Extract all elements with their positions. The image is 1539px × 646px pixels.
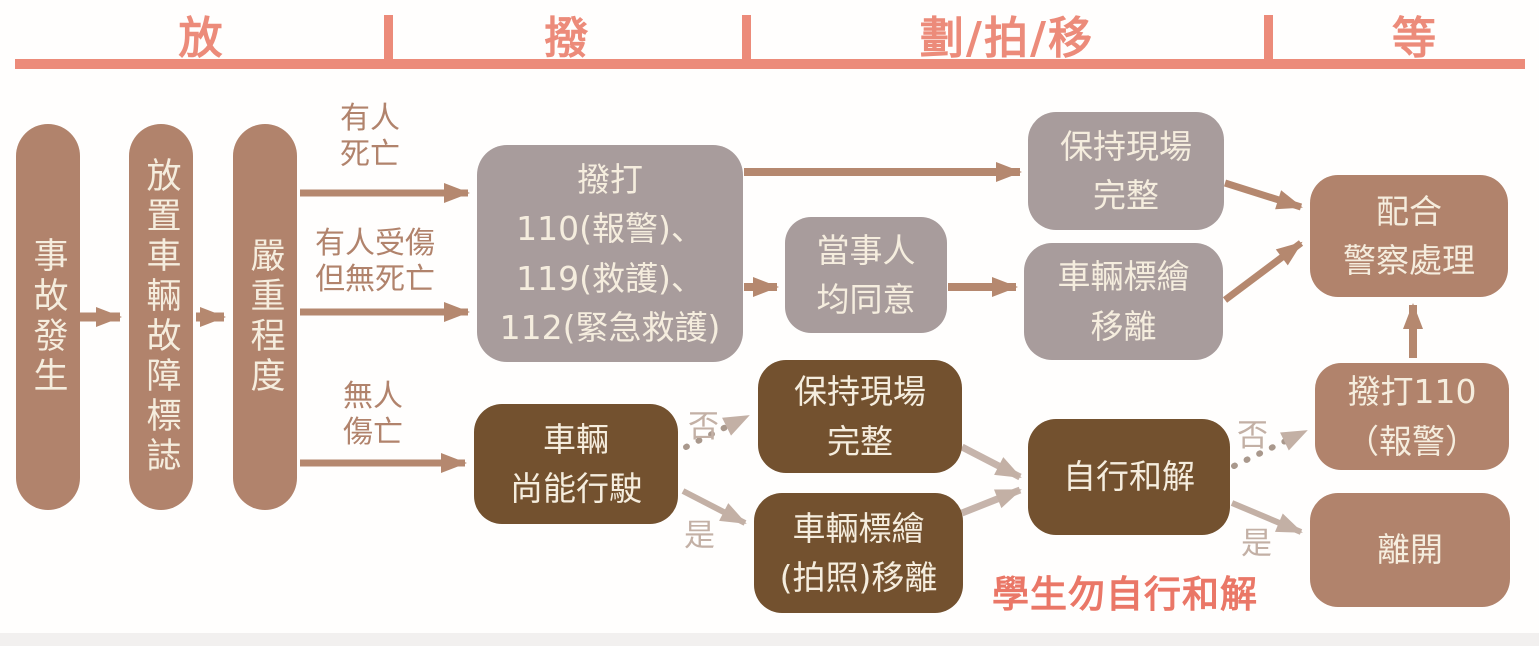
phase-divider-3	[1264, 15, 1273, 69]
decision-drivable-yes: 是	[684, 518, 715, 554]
phase-label-place: 放	[178, 13, 225, 64]
decision-settle-no: 否	[1237, 418, 1268, 454]
node-keep-scene-intact-top: 保持現場 完整	[1028, 112, 1224, 230]
arrow-mark-move-to-police	[1222, 240, 1304, 303]
decision-drivable-no: 否	[688, 409, 719, 445]
phase-label-mark-photo-move: 劃/拍/移	[919, 13, 1095, 64]
node-severity-level: 嚴重程度	[233, 124, 297, 510]
arrow-keep-scene-to-police	[1223, 179, 1303, 211]
decision-settle-yes: 是	[1241, 526, 1272, 562]
node-call-110-report: 撥打110 （報警）	[1315, 363, 1509, 470]
node-cooperate-with-police: 配合 警察處理	[1310, 175, 1508, 297]
node-mark-and-move-vehicle-top: 車輛標繪 移離	[1024, 243, 1223, 360]
branch-label-no-casualty: 無人 傷亡	[343, 379, 403, 450]
branch-label-injured-no-death: 有人受傷 但無死亡	[315, 226, 435, 297]
phase-bar	[15, 59, 1525, 69]
arrow-settle-no-dotted	[1231, 428, 1309, 469]
warning-students-no-self-settlement: 學生勿自行和解	[992, 573, 1258, 616]
arrow-settle-yes	[1230, 500, 1303, 535]
node-mark-photo-move-vehicle: 車輛標繪 (拍照)移離	[754, 493, 963, 613]
node-parties-agree: 當事人 均同意	[785, 217, 947, 333]
node-self-settlement: 自行和解	[1028, 419, 1230, 535]
arrow-mark-photo-to-settle	[960, 486, 1022, 517]
bottom-edge-strip	[0, 633, 1539, 646]
node-leave: 離開	[1310, 493, 1510, 607]
phase-label-dial: 撥	[544, 13, 590, 64]
node-keep-scene-intact-bottom: 保持現場 完整	[758, 360, 962, 473]
arrow-drivable-no-dotted	[683, 413, 751, 450]
phase-label-wait: 等	[1392, 13, 1438, 64]
node-dial-emergency-numbers: 撥打 110(報警)、 119(救護)、 112(緊急救護)	[477, 145, 743, 362]
node-vehicle-drivable: 車輛 尚能行駛	[474, 404, 678, 524]
phase-divider-1	[384, 15, 393, 69]
arrow-drivable-yes	[681, 488, 747, 526]
node-accident-occurs: 事故發生	[16, 124, 80, 510]
branch-label-death: 有人 死亡	[340, 101, 400, 172]
phase-divider-2	[742, 15, 751, 69]
node-place-warning-sign: 放置車輛故障標誌	[129, 124, 193, 510]
arrow-keep-scene-to-settle	[960, 443, 1022, 481]
